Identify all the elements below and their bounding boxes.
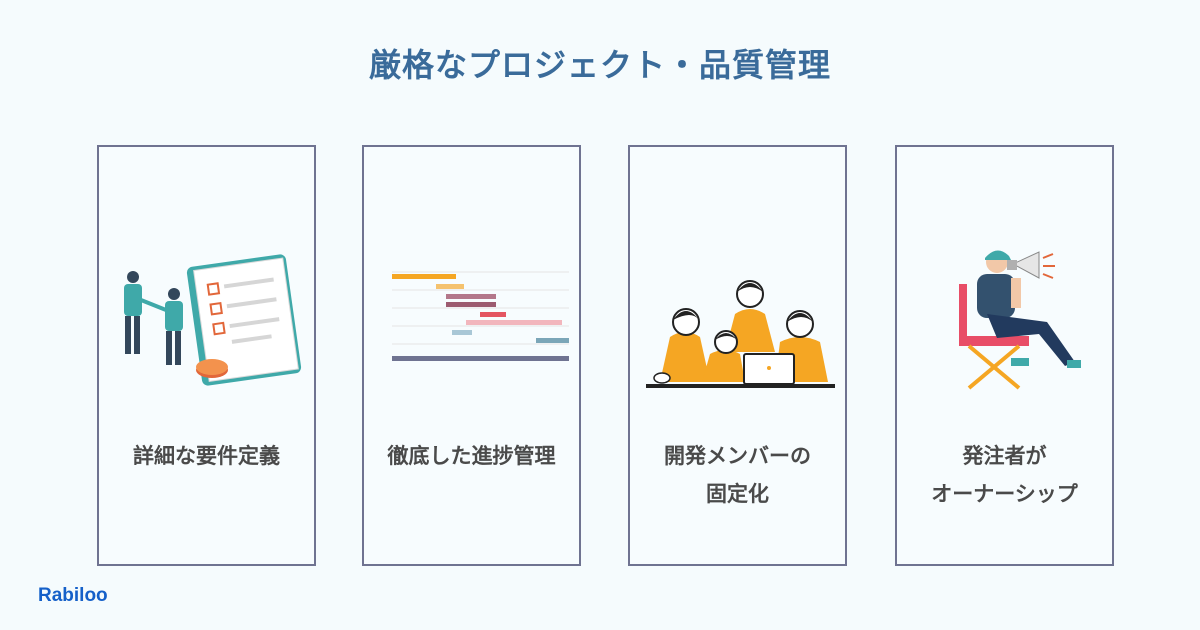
card-progress: 徹底した進捗管理	[362, 145, 581, 566]
card-label: 詳細な要件定義	[133, 444, 280, 468]
card-fixed-team: 開発メンバーの 固定化	[628, 145, 847, 566]
card-label: 徹底した進捗管理	[387, 444, 556, 468]
brand-logo: Rabiloo	[38, 585, 108, 606]
page-title: 厳格なプロジェクト・品質管理	[368, 46, 831, 84]
card-ownership: 発注者が オーナーシップ	[895, 145, 1114, 566]
card-label: 開発メンバーの 固定化	[664, 444, 811, 506]
director-megaphone-illustration	[959, 250, 1081, 390]
team-at-laptop-illustration	[646, 280, 835, 388]
card-label: 発注者が オーナーシップ	[931, 444, 1078, 506]
gantt-chart-illustration	[392, 271, 569, 361]
card-requirements: 詳細な要件定義	[97, 145, 316, 566]
requirements-checklist-illustration	[124, 254, 302, 386]
